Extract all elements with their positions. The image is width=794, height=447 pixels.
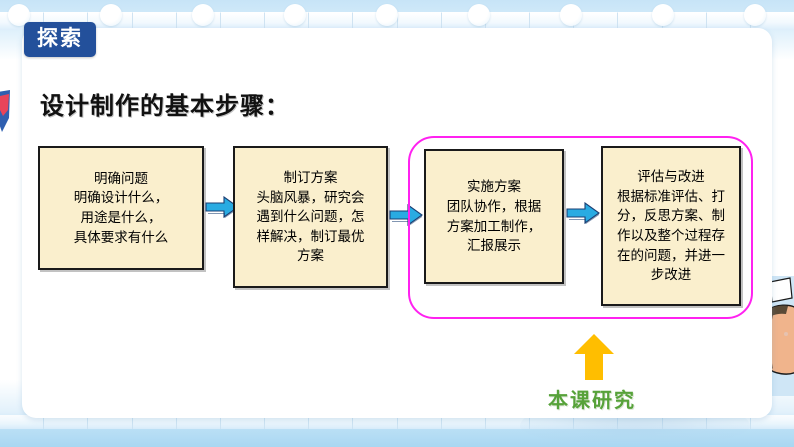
flow-node-1-text: 明确问题 明确设计什么， 用途是什么， 具体要求有什么 (73, 170, 169, 245)
ruler-segment (220, 12, 266, 30)
callout-label: 本课研究 (548, 390, 636, 412)
flow-diagram: 明确问题 明确设计什么， 用途是什么， 具体要求有什么 制订方案 头脑风暴，研究… (0, 136, 794, 319)
rail-dot (284, 4, 306, 26)
flow-node-4: 评估与改进 根据标准评估、打 分，反思方案、制 作以及整个过程存 在的问题，并进… (601, 146, 741, 306)
left-edge-clipart-icon (0, 90, 10, 132)
rail-dot (468, 4, 490, 26)
rail-dot (376, 4, 398, 26)
bottom-ruler-decor (0, 415, 794, 429)
flow-node-1: 明确问题 明确设计什么， 用途是什么， 具体要求有什么 (38, 146, 204, 270)
flow-node-3-text: 实施方案 团队协作，根据 方案加工制作， 汇报展示 (446, 179, 542, 254)
ruler-segment (397, 12, 442, 30)
ruler-segment (574, 12, 619, 30)
ruler-segment (0, 415, 45, 429)
flow-node-3: 实施方案 团队协作，根据 方案加工制作， 汇报展示 (424, 149, 564, 284)
ruler-segment (750, 415, 794, 429)
flow-node-4-text: 评估与改进 根据标准评估、打 分，反思方案、制 作以及整个过程存 在的问题，并进… (617, 169, 725, 283)
rail-dot (100, 4, 122, 26)
rail-dot (652, 4, 674, 26)
rail-dot (744, 4, 766, 26)
ruler-segment (485, 12, 531, 30)
rail-dot (560, 4, 582, 26)
right-arrow-icon (205, 196, 239, 218)
up-arrow-icon (574, 334, 614, 380)
page-title: 设计制作的基本步骤： (40, 93, 290, 120)
ruler-segment (309, 12, 354, 30)
rail-dot (8, 4, 30, 26)
right-arrow-icon (566, 202, 600, 224)
ruler-segment (132, 12, 177, 30)
flow-node-2: 制订方案 头脑风暴，研究会 遇到什么问题，怎 样解决，制订最优 方案 (233, 146, 388, 288)
section-badge: 探索 (24, 22, 96, 58)
flow-node-2-text: 制订方案 头脑风暴，研究会 遇到什么问题，怎 样解决，制订最优 方案 (256, 170, 365, 264)
rail-dot (192, 4, 214, 26)
right-arrow-icon (389, 204, 423, 226)
